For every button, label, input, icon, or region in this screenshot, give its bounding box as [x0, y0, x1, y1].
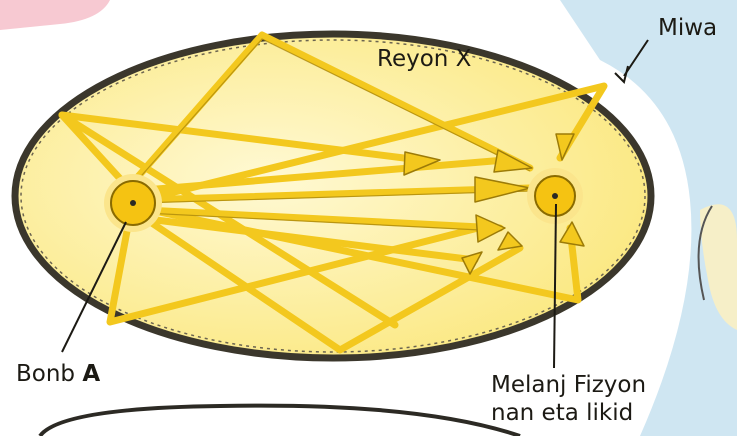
bottom-shape-outline [40, 406, 520, 436]
background-pink-blob [0, 0, 110, 30]
target-label-line-1: Melanj Fizyon [491, 372, 646, 398]
target-label-line-2: nan eta likid [491, 400, 633, 426]
bomb-a-center [130, 200, 136, 206]
source-label-letter: A [82, 361, 100, 387]
wall-label: Miwa [658, 15, 717, 41]
region-label: Reyon X [377, 46, 471, 72]
source-label: Bonb A [16, 361, 100, 387]
target-center [552, 193, 558, 199]
source-label-text: Bonb [16, 361, 82, 387]
